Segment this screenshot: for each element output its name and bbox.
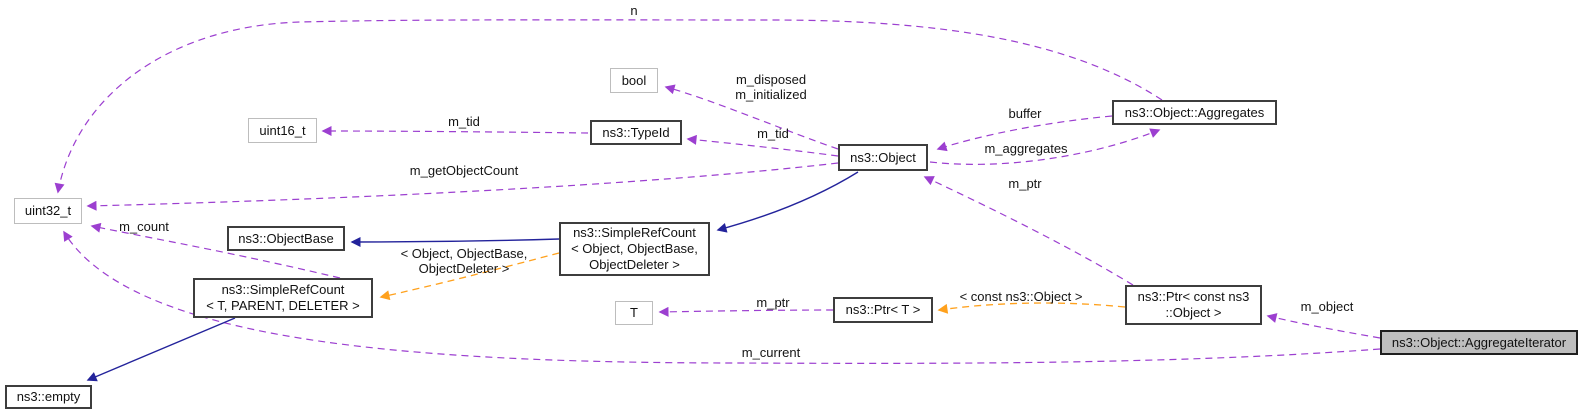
edge-label-m-ptr-object: m_ptr <box>1008 176 1042 191</box>
edge-buffer <box>936 115 1113 152</box>
edge-label-m-getobjectcount: m_getObjectCount <box>409 163 519 178</box>
node-ns3-empty[interactable]: ns3::empty <box>5 385 92 409</box>
edge-m-aggregates <box>929 128 1161 165</box>
edge-m-ptr-ptrconst-object <box>923 176 1134 286</box>
edge-m-object <box>1266 313 1381 339</box>
node-bool: bool <box>610 68 658 93</box>
edge-m-current <box>63 230 1381 364</box>
edge-m-ptr-ptrt-t <box>658 306 834 317</box>
node-ns3-object[interactable]: ns3::Object <box>838 144 928 171</box>
node-ns3-objectbase[interactable]: ns3::ObjectBase <box>227 226 345 251</box>
edge-inherit-simplerefcount-objectbase <box>350 236 560 247</box>
node-ns3-object-aggregateiterator: ns3::Object::AggregateIterator <box>1380 330 1578 355</box>
edge-inherit-object-simplerefcount <box>716 171 859 233</box>
edge-n <box>54 19 1163 194</box>
edge-label-m-ptr-t: m_ptr <box>756 295 790 310</box>
node-ns3-ptr-const-object[interactable]: ns3::Ptr< const ns3 ::Object > <box>1125 285 1262 325</box>
edge-label-m-tid-typeid: m_tid <box>757 126 789 141</box>
node-ns3-object-aggregates[interactable]: ns3::Object::Aggregates <box>1112 100 1277 125</box>
edge-label-template-args-ptr: < const ns3::Object > <box>959 289 1083 304</box>
edge-template-ptr <box>937 302 1126 314</box>
edge-label-buffer: buffer <box>1008 106 1042 121</box>
edge-label-m-tid-uint16: m_tid <box>448 114 480 129</box>
node-uint16-t: uint16_t <box>248 118 317 143</box>
node-ns3-simplerefcount-object[interactable]: ns3::SimpleRefCount < Object, ObjectBase… <box>559 222 710 276</box>
node-ns3-typeid[interactable]: ns3::TypeId <box>590 120 682 145</box>
node-ns3-simplerefcount-template[interactable]: ns3::SimpleRefCount < T, PARENT, DELETER… <box>193 278 373 318</box>
edge-label-m-disposed-m-initialized: m_disposed m_initialized <box>735 72 807 102</box>
edge-m-count <box>90 222 341 279</box>
edge-label-m-aggregates: m_aggregates <box>984 141 1068 156</box>
node-ns3-ptr-t[interactable]: ns3::Ptr< T > <box>833 297 933 323</box>
edge-label-m-object: m_object <box>1300 299 1354 314</box>
edge-m-tid-object-typeid <box>686 134 839 157</box>
edge-inherit-simplerefcountt-empty <box>86 317 236 382</box>
edge-label-n: n <box>630 3 638 18</box>
edge-label-m-count: m_count <box>119 219 169 234</box>
edge-m-tid-typeid-uint16 <box>321 126 589 137</box>
node-uint32-t: uint32_t <box>14 198 82 224</box>
node-t: T <box>615 301 653 325</box>
edge-label-m-current: m_current <box>741 345 801 360</box>
edge-label-template-args-simplerefcount: < Object, ObjectBase, ObjectDeleter > <box>400 246 528 276</box>
